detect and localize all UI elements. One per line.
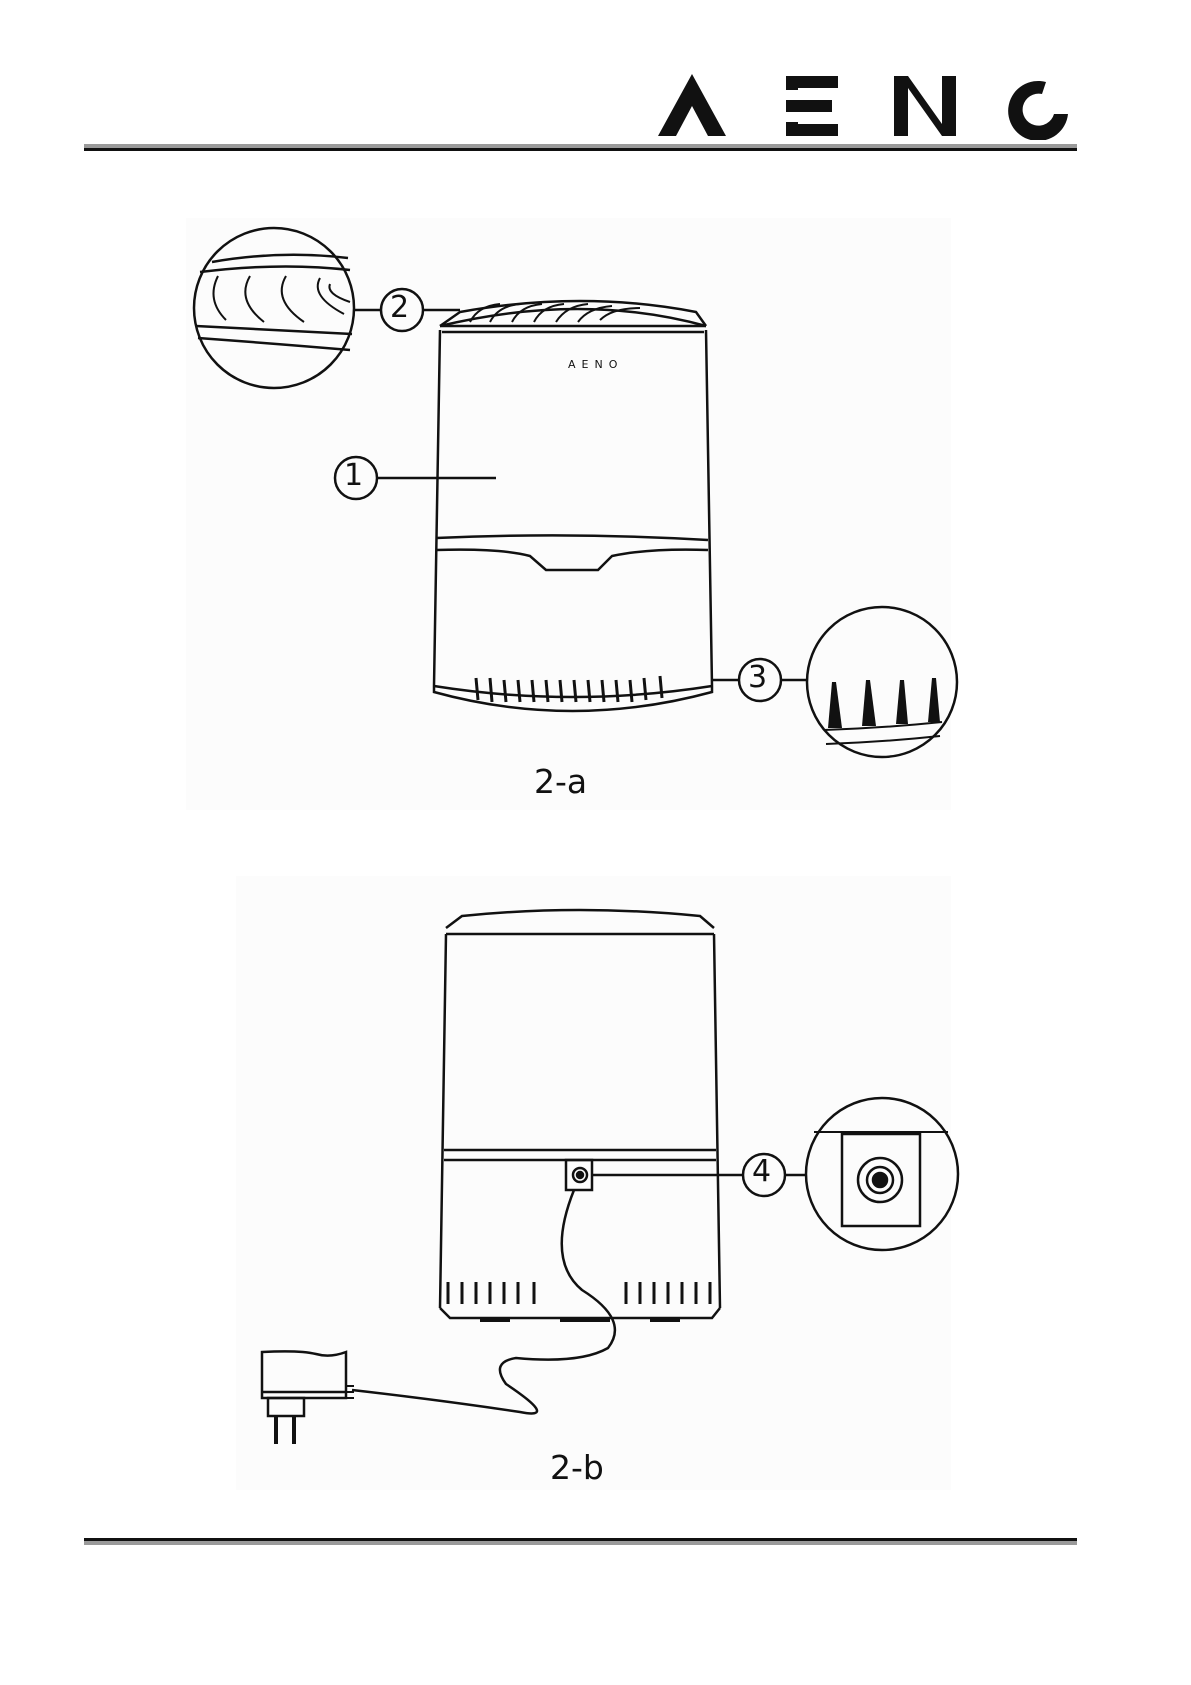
- figure-2b-drawing: [0, 880, 1191, 1500]
- figure-2a-drawing: AENO: [0, 0, 1191, 900]
- callout-4-label: 4: [752, 1154, 771, 1189]
- callout-1-label: 1: [344, 458, 363, 493]
- callout-3-label: 3: [748, 660, 767, 695]
- device-brand-text: AENO: [568, 358, 623, 371]
- footer-rule: [84, 1538, 1077, 1545]
- callout-2-label: 2: [390, 290, 409, 325]
- figure-2b-caption: 2-b: [550, 1448, 604, 1487]
- figure-2a-caption: 2-a: [534, 762, 587, 801]
